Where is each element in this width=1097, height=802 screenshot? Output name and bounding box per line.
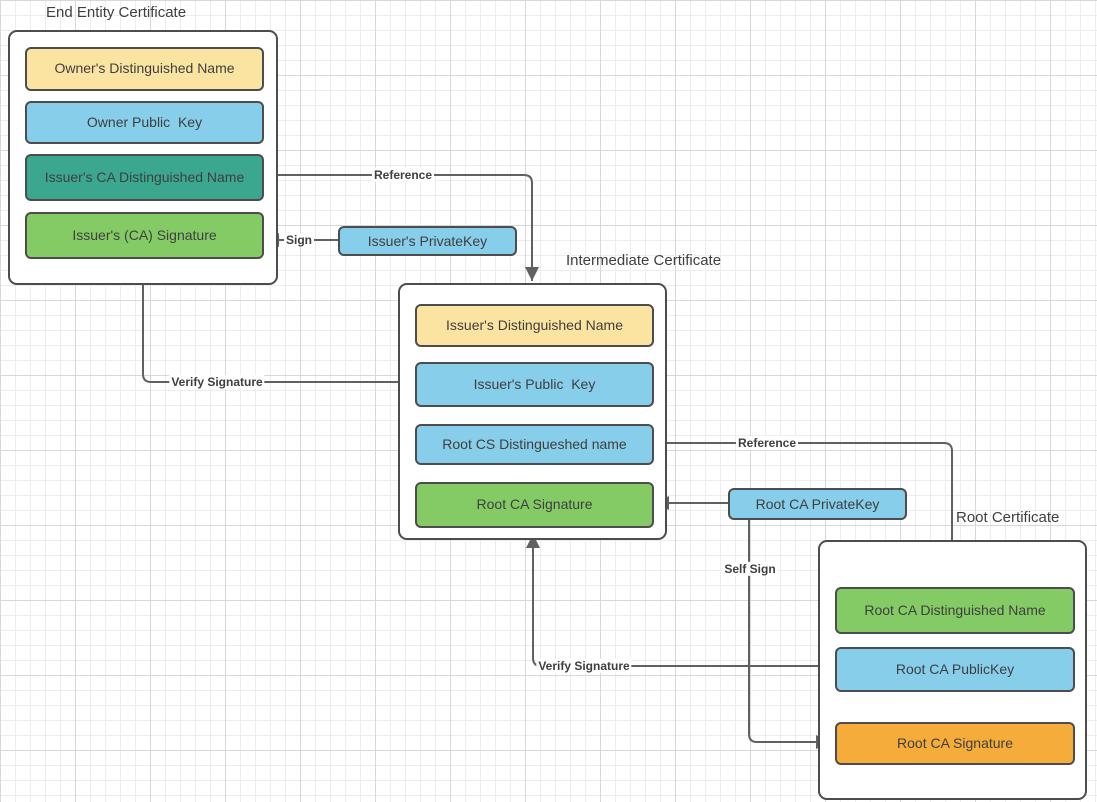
field-root-cs-distingueshed-name[interactable]: Root CS Distingueshed name [415, 424, 654, 465]
verify-signature-arrow-bottom [526, 534, 833, 667]
end-entity-certificate[interactable]: Owner's Distinguished Name Owner Public … [8, 30, 278, 285]
field-root-ca-distinguished-name[interactable]: Root CA Distinguished Name [835, 587, 1075, 634]
intermediate-certificate[interactable]: Issuer's Distinguished Name Issuer's Pub… [398, 283, 667, 540]
field-owners-distinguished-name[interactable]: Owner's Distinguished Name [25, 47, 264, 91]
field-root-ca-publickey[interactable]: Root CA PublicKey [835, 647, 1075, 692]
root-ca-privatekey-node[interactable]: Root CA PrivateKey [728, 488, 907, 520]
verify-signature-label-bottom: Verify Signature [536, 658, 632, 674]
reference-label-top: Reference [371, 167, 435, 183]
field-issuers-distinguished-name[interactable]: Issuer's Distinguished Name [415, 304, 654, 347]
field-owner-public-key[interactable]: Owner Public Key [25, 101, 264, 144]
field-root-ca-signature-root[interactable]: Root CA Signature [835, 722, 1075, 765]
verify-signature-label-left: Verify Signature [169, 374, 265, 390]
reference-label-middle: Reference [735, 435, 799, 451]
root-title: Root Certificate [956, 509, 1060, 526]
field-issuers-ca-distinguished-name[interactable]: Issuer's CA Distinguished Name [25, 154, 264, 201]
field-issuers-public-key[interactable]: Issuer's Public Key [415, 362, 654, 407]
sign-label: Sign [284, 232, 314, 248]
field-issuers-ca-signature[interactable]: Issuer's (CA) Signature [25, 212, 264, 259]
intermediate-title: Intermediate Certificate [566, 252, 722, 269]
issuers-privatekey-node[interactable]: Issuer's PrivateKey [338, 226, 517, 256]
self-sign-label: Self Sign [722, 561, 778, 577]
field-root-ca-signature-intermediate[interactable]: Root CA Signature [415, 482, 654, 528]
root-certificate[interactable]: Root CA Distinguished Name Root CA Publi… [818, 540, 1087, 800]
end-entity-title: End Entity Certificate [46, 4, 187, 21]
